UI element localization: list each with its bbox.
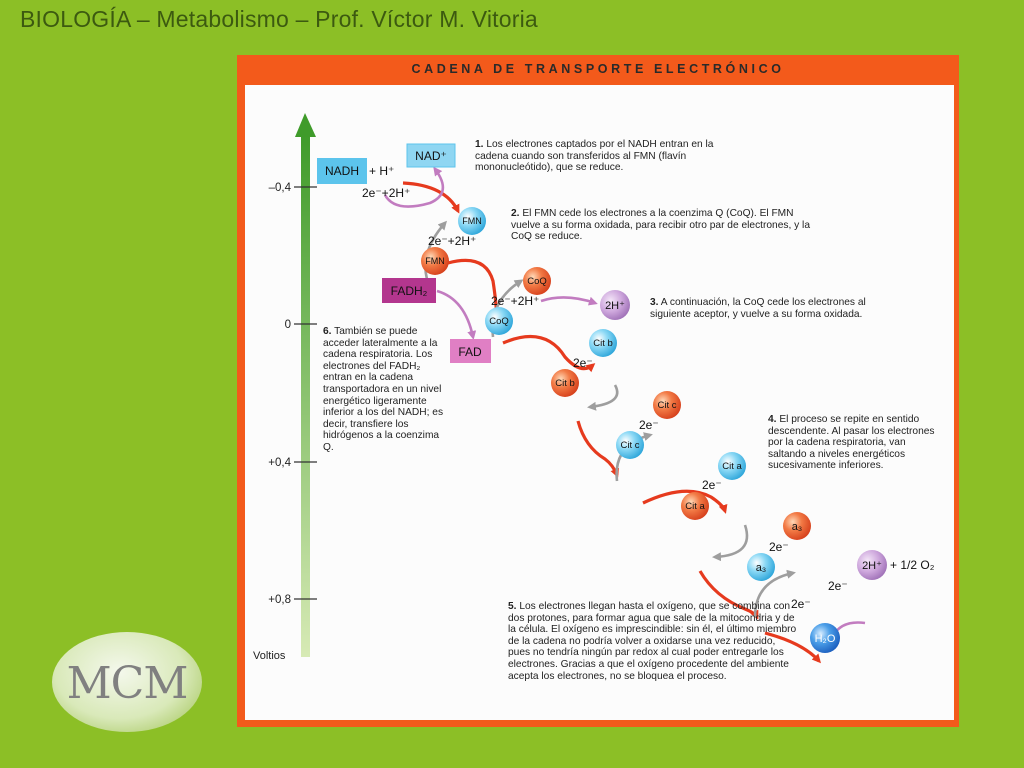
diagram-area: –0,4 0 +0,4 +0,8 Voltios bbox=[245, 85, 954, 720]
cita-oxidized-circle bbox=[718, 452, 746, 480]
axis-unit-label: Voltios bbox=[253, 650, 286, 662]
diagram-panel: CADENA DE TRANSPORTE ELECTRÓNICO bbox=[237, 55, 959, 727]
fmn-oxidized-circle bbox=[458, 207, 486, 235]
arrow-coq-to-citb bbox=[502, 334, 596, 373]
step-3-number: 3. bbox=[650, 297, 659, 308]
protons-label: 2H⁺ bbox=[605, 300, 625, 312]
arrow-fadh2-to-fad bbox=[436, 289, 477, 340]
water-circle bbox=[810, 623, 840, 653]
logo-oval bbox=[52, 632, 202, 732]
axis-arrowhead bbox=[295, 113, 316, 137]
electrons-nadh: 2e⁻+2H⁺ bbox=[362, 186, 410, 200]
citc-oxidized-circle bbox=[616, 431, 644, 459]
step-2-number: 2. bbox=[511, 208, 520, 219]
step-4-text: 4. El proceso se repite en sentido desce… bbox=[768, 414, 940, 472]
mcm-logo: MCM bbox=[52, 632, 202, 732]
arrow-citc-to-cita bbox=[642, 489, 728, 514]
arrow-nadh-to-nad bbox=[383, 166, 445, 208]
fad-label: FAD bbox=[458, 345, 482, 359]
arrow-cita-cycle bbox=[712, 524, 749, 562]
a3-reduced-circle bbox=[783, 512, 811, 540]
cita-reduced-circle bbox=[681, 492, 709, 520]
logo-text: MCM bbox=[66, 658, 189, 709]
step-1-number: 1. bbox=[475, 139, 484, 150]
coq-oxidized-circle bbox=[485, 307, 513, 335]
citc-reduced-label: Cit c bbox=[658, 400, 677, 411]
citb-reduced-label: Cit b bbox=[555, 378, 575, 389]
arrow-a3-to-water bbox=[764, 631, 821, 664]
step-1-text: 1. Los electrones captados por el NADH e… bbox=[475, 139, 725, 174]
final-protons-circle bbox=[857, 550, 887, 580]
electrons-citb: 2e⁻ bbox=[573, 356, 593, 370]
electrons-oxygen: 2e⁻ bbox=[828, 579, 848, 593]
arrow-citb-to-citc bbox=[576, 420, 619, 478]
voltage-axis: –0,4 0 +0,4 +0,8 Voltios bbox=[253, 113, 317, 662]
citb-reduced-circle bbox=[551, 369, 579, 397]
cita-oxidized-label: Cit a bbox=[722, 461, 742, 472]
step-6-number: 6. bbox=[323, 326, 332, 337]
electrons-a3: 2e⁻ bbox=[769, 540, 789, 554]
fadh2-box bbox=[382, 278, 436, 303]
tick-0: 0 bbox=[285, 319, 291, 331]
step-5-body: Los electrones llegan hasta el oxígeno, … bbox=[508, 601, 797, 682]
electrons-citc: 2e⁻ bbox=[639, 418, 659, 432]
step-2-text: 2. El FMN cede los electrones a la coenz… bbox=[511, 208, 811, 243]
step-6-text: 6. También se puede acceder lateralmente… bbox=[323, 326, 449, 454]
citc-oxidized-label: Cit c bbox=[621, 440, 640, 451]
cita-reduced-label: Cit a bbox=[685, 501, 705, 512]
step-2-body: El FMN cede los electrones a la coenzima… bbox=[511, 208, 810, 243]
nad-plus-label: NAD⁺ bbox=[415, 149, 447, 163]
electrons-cita: 2e⁻ bbox=[702, 478, 722, 492]
electrons-water: 2e⁻ bbox=[791, 597, 811, 611]
step-3-body: A continuación, la CoQ cede los electron… bbox=[650, 297, 866, 320]
final-protons-label: 2H⁺ bbox=[862, 560, 882, 572]
fmn-reduced-label: FMN bbox=[425, 256, 445, 266]
fmn-reduced-circle bbox=[421, 247, 449, 275]
step-3-text: 3. A continuación, la CoQ cede los elect… bbox=[650, 297, 900, 320]
axis-bar bbox=[301, 135, 310, 657]
tick-plus-0-8: +0,8 bbox=[268, 594, 291, 606]
fad-box bbox=[450, 339, 491, 363]
protons-circle bbox=[600, 290, 630, 320]
arrow-citb-cycle bbox=[587, 384, 619, 411]
coq-reduced-label: CoQ bbox=[527, 276, 547, 287]
citb-oxidized-label: Cit b bbox=[593, 338, 613, 349]
step-5-text: 5. Los electrones llegan hasta el oxígen… bbox=[508, 601, 798, 682]
nadh-box bbox=[317, 158, 367, 184]
a3-oxidized-circle bbox=[747, 553, 775, 581]
fadh2-label: FADH₂ bbox=[391, 284, 428, 298]
a3-oxidized-label: a₃ bbox=[756, 562, 767, 574]
fmn-oxidized-label: FMN bbox=[462, 216, 482, 226]
water-label: H₂O bbox=[815, 633, 836, 645]
coq-reduced-circle bbox=[523, 267, 551, 295]
tick-plus-0-4: +0,4 bbox=[268, 457, 291, 469]
step-4-body: El proceso se repite en sentido descende… bbox=[768, 414, 935, 472]
oxygen-label: + 1/2 O₂ bbox=[890, 558, 935, 572]
nadh-label: NADH bbox=[325, 164, 359, 178]
diagram-title: CADENA DE TRANSPORTE ELECTRÓNICO bbox=[411, 62, 785, 76]
citc-reduced-circle bbox=[653, 391, 681, 419]
step-4-number: 4. bbox=[768, 414, 777, 425]
h-plus-label: + H⁺ bbox=[369, 164, 394, 178]
nad-plus-box bbox=[406, 143, 456, 168]
citb-oxidized-circle bbox=[589, 329, 617, 357]
tick-minus-0-4: –0,4 bbox=[269, 182, 292, 194]
step-6-body: También se puede acceder lateralmente a … bbox=[323, 326, 444, 453]
page-title: BIOLOGÍA – Metabolismo – Prof. Víctor M.… bbox=[20, 6, 538, 32]
arrow-nadh-to-fmn bbox=[402, 181, 460, 214]
step-5-number: 5. bbox=[508, 601, 517, 612]
arrow-coq-to-protons bbox=[540, 296, 598, 306]
electrons-fmn: 2e⁻+2H⁺ bbox=[428, 234, 476, 248]
a3-reduced-label: a₃ bbox=[792, 521, 803, 533]
electron-transport-diagram: –0,4 0 +0,4 +0,8 Voltios bbox=[253, 113, 935, 664]
electrons-coq: 2e⁻+2H⁺ bbox=[491, 294, 539, 308]
step-1-body: Los electrones captados por el NADH entr… bbox=[475, 139, 714, 174]
arrow-a3-cycle bbox=[753, 569, 796, 618]
coq-oxidized-label: CoQ bbox=[489, 316, 509, 327]
